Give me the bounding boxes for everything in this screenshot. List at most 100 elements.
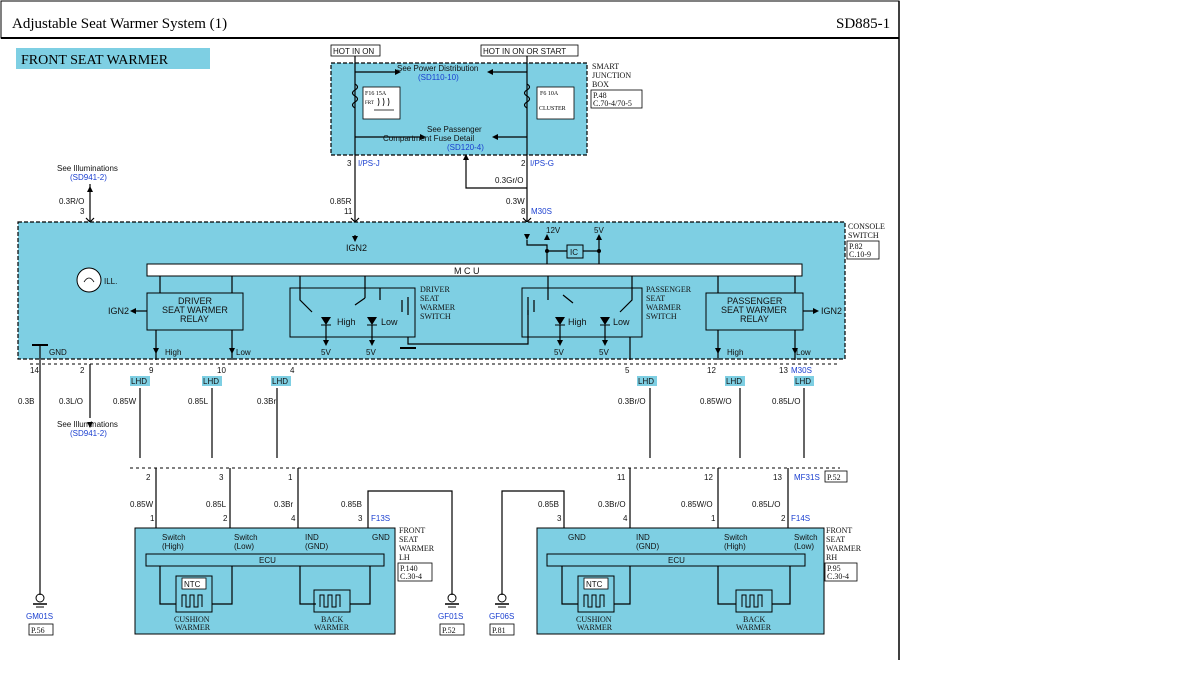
pin-10: 10 xyxy=(217,366,226,375)
see-illuminations-bottom: See Illuminations xyxy=(57,420,118,429)
ground-gf01s-icon xyxy=(445,593,459,608)
rh-cushion-1: CUSHION xyxy=(576,615,612,624)
ground-gm01s-ref: P.56 xyxy=(31,626,45,635)
sjb-ref-1: P.48 xyxy=(593,91,607,100)
passenger-switch-2: SEAT xyxy=(646,294,665,303)
rh-pin-3: 3 xyxy=(557,514,562,523)
wire-03b: 0.3B xyxy=(18,397,34,406)
rh-label-2: SEAT xyxy=(826,535,845,544)
lh-pin-1: 1 xyxy=(150,514,155,523)
lh-ref-1: P.140 xyxy=(400,564,418,573)
fuse2-label: F6 10A xyxy=(540,91,559,97)
rh-ecu xyxy=(546,553,806,567)
lh-cushion-heater-icon xyxy=(181,594,203,608)
pin-11: 11 xyxy=(344,207,353,216)
ground-gf06s: GF06S xyxy=(489,612,514,621)
fuse1-label: F16 15A xyxy=(365,91,387,97)
passenger-switch-high: High xyxy=(568,317,587,327)
hot-in-on-label: HOT IN ON xyxy=(333,47,374,56)
lh-pin-3: 3 xyxy=(358,514,363,523)
ill-label: ILL. xyxy=(104,277,117,286)
lh-ref-2: C.30-4 xyxy=(400,572,422,581)
rh-ecu-label: ECU xyxy=(668,556,685,565)
f13s-label: F13S xyxy=(371,514,390,523)
pin-9: 9 xyxy=(149,366,154,375)
lhd-badge-3: LHD xyxy=(272,377,288,386)
console-ref-1: P.82 xyxy=(849,242,863,251)
rh-ref-1: P.95 xyxy=(827,564,841,573)
section-title-bg xyxy=(16,48,210,69)
see-illuminations-top-ref: (SD941-2) xyxy=(70,173,107,182)
lh-switch-high-2: (High) xyxy=(162,542,184,551)
mf31s-ref: P.52 xyxy=(827,473,841,482)
see-illuminations-top: See Illuminations xyxy=(57,164,118,173)
wire-03bro-upper: 0.3Br/O xyxy=(618,397,646,406)
wire-085b-lh: 0.85B xyxy=(341,500,362,509)
rh-back-heater-icon xyxy=(741,594,763,608)
ign2-top: IGN2 xyxy=(346,243,367,253)
seat-heater-icon xyxy=(374,97,394,111)
ips-j-label: I/PS-J xyxy=(358,159,380,168)
rh-pin-1: 1 xyxy=(711,514,716,523)
rh-back-2: WARMER xyxy=(736,623,772,632)
lh-back-heater-icon xyxy=(319,594,341,608)
12v-label: 12V xyxy=(546,226,561,235)
wire-085w-upper: 0.85W xyxy=(113,397,137,406)
passenger-5v-b: 5V xyxy=(599,348,609,357)
lh-switch-high-1: Switch xyxy=(162,533,186,542)
fuse2-sub: CLUSTER xyxy=(539,106,566,112)
page-title: Adjustable Seat Warmer System (1) xyxy=(12,16,227,32)
console-ref-2: C.10-9 xyxy=(849,250,871,259)
lh-switch-low-2: (Low) xyxy=(234,542,254,551)
wire-03gro: 0.3Gr/O xyxy=(495,176,523,185)
passenger-switch-1: PASSENGER xyxy=(646,285,692,294)
ground-gm01s-icon xyxy=(33,593,47,608)
lh-ind-2: (GND) xyxy=(305,542,328,551)
rh-ind-2: (GND) xyxy=(636,542,659,551)
driver-5v-b: 5V xyxy=(366,348,376,357)
driver-5v-a: 5V xyxy=(321,348,331,357)
rh-cushion-heater-icon xyxy=(583,594,605,608)
passenger-relay-2: SEAT WARMER xyxy=(721,305,787,315)
lh-ind-1: IND xyxy=(305,533,319,542)
passenger-low: Low xyxy=(796,348,811,357)
sjb-label-3: BOX xyxy=(592,80,609,89)
ign2-left: IGN2 xyxy=(108,306,129,316)
lh-ntc-label: NTC xyxy=(184,580,201,589)
driver-switch-4: SWITCH xyxy=(420,312,451,321)
see-passenger-ref: (SD120-4) xyxy=(447,143,484,152)
lh-pin-4: 4 xyxy=(291,514,296,523)
console-label-2: SWITCH xyxy=(848,231,879,240)
mcu-label: M C U xyxy=(454,266,480,276)
lh-cushion-2: WARMER xyxy=(175,623,211,632)
pin-12: 12 xyxy=(707,366,716,375)
wire-085l-upper: 0.85L xyxy=(188,397,209,406)
rh-pin-4: 4 xyxy=(623,514,628,523)
lh-label-3: WARMER xyxy=(399,544,435,553)
wire-085l-lower: 0.85L xyxy=(206,500,227,509)
fuse-f6-icon xyxy=(523,83,531,109)
illumination-bulb-icon xyxy=(76,267,102,293)
rh-ntc-label: NTC xyxy=(586,580,603,589)
lh-gnd: GND xyxy=(372,533,390,542)
rh-ind-1: IND xyxy=(636,533,650,542)
rh-label-4: RH xyxy=(826,553,837,562)
rh-pin-2: 2 xyxy=(781,514,786,523)
passenger-5v-a: 5V xyxy=(554,348,564,357)
5v-top-label: 5V xyxy=(594,226,604,235)
front-seat-warmer-lh xyxy=(134,527,396,635)
ground-gf06s-icon xyxy=(495,593,509,608)
wire-03lo: 0.3L/O xyxy=(59,397,83,406)
wire-085wo-lower: 0.85W/O xyxy=(681,500,713,509)
mid-pin-2: 2 xyxy=(146,473,151,482)
lh-ecu xyxy=(145,553,385,567)
sjb-label-2: JUNCTION xyxy=(592,71,631,80)
wire-085r: 0.85R xyxy=(330,197,352,206)
pin-4: 4 xyxy=(290,366,295,375)
ground-gf01s: GF01S xyxy=(438,612,463,621)
pin-2-ips: 2 xyxy=(521,159,526,168)
driver-switch-2: SEAT xyxy=(420,294,439,303)
lhd-badge-6: LHD xyxy=(795,377,811,386)
